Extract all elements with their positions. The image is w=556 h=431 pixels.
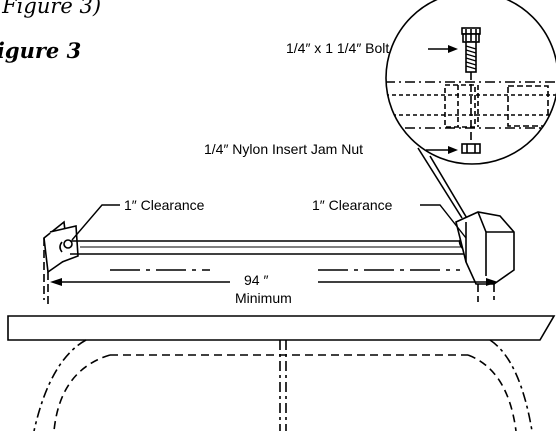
rack-assembly (7, 211, 556, 431)
magnifier-circle (385, 0, 556, 165)
dimension-caption: Minimum (235, 290, 292, 306)
vehicle-roof (7, 315, 556, 341)
left-end-bracket (43, 220, 79, 308)
jam-nut-label: 1/4″ Nylon Insert Jam Nut (204, 141, 363, 157)
magnifier-leader-right (429, 155, 469, 221)
clearance-left-label: 1″ Clearance (124, 197, 205, 213)
bolt-channel (444, 84, 476, 128)
magnifier-leader-left (417, 147, 463, 219)
clearance-right-label: 1″ Clearance (312, 197, 393, 213)
bolt-label: 1/4″ x 1 1/4″ Bolt (286, 40, 389, 56)
bracket-plate (507, 85, 549, 127)
dimension-line (56, 269, 490, 283)
jam-nut-icon (461, 143, 481, 154)
cross-bar (59, 237, 482, 257)
jam-nut-callout: 1/4″ Nylon Insert Jam Nut (204, 141, 458, 157)
bolt-callout: 1/4″ x 1 1/4″ Bolt (286, 40, 458, 56)
magnified-bracket-section (386, 81, 556, 129)
bolt-icon (461, 27, 481, 140)
figure-label: Figure 3 (0, 38, 81, 63)
vehicle-body (33, 339, 533, 431)
detail-magnifier (385, 0, 556, 221)
figure-reference: (See Figure 3) (0, 0, 101, 18)
dimension-value: 94 ″ (244, 272, 268, 288)
clearance-right-callout: 1″ Clearance (312, 197, 467, 239)
clearance-left-callout: 1″ Clearance (71, 197, 205, 241)
right-end-bracket (455, 211, 515, 302)
